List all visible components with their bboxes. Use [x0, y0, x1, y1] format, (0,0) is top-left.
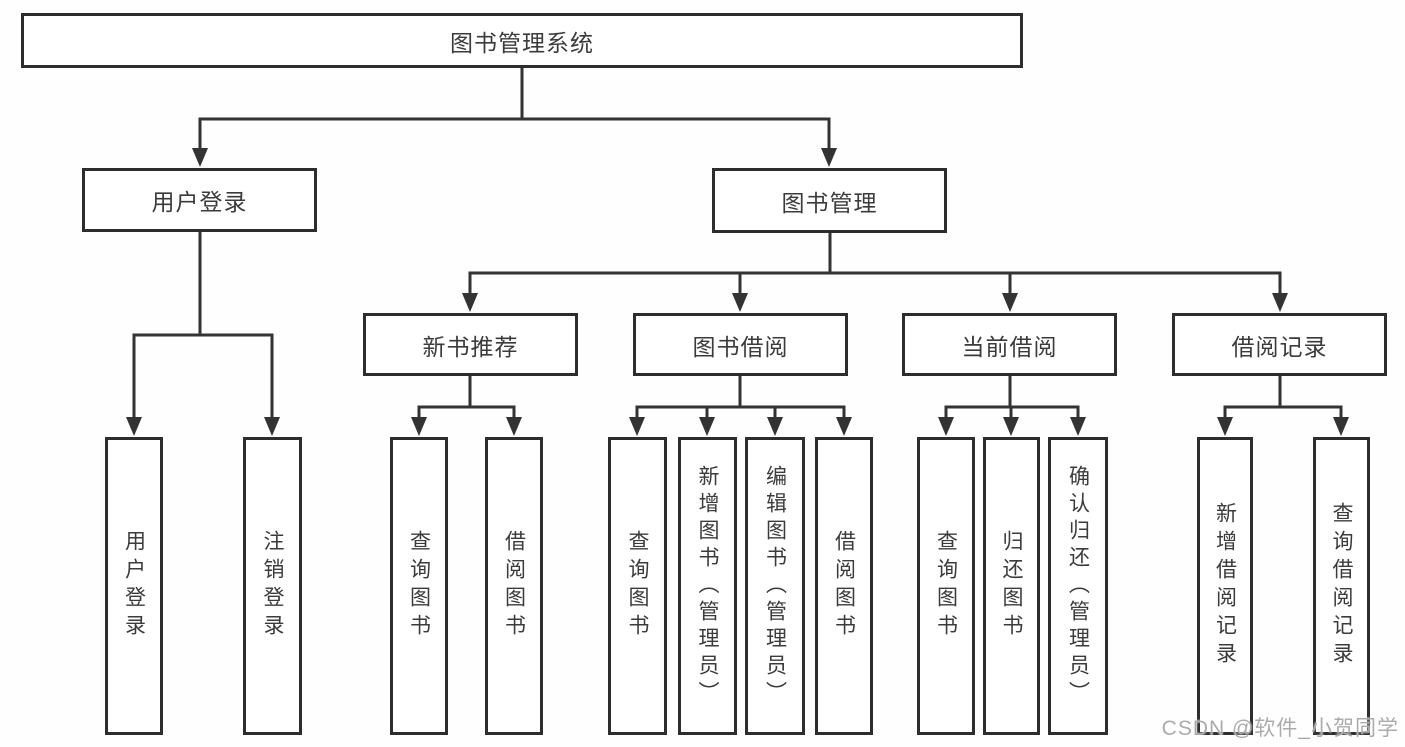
node-label: 图书管理系统	[450, 29, 594, 56]
leaf-query-borrow-record: 查询借阅记录	[1313, 437, 1370, 735]
leaf-label: 查询图书	[407, 530, 431, 642]
leaf-query-book-recommend: 查询图书	[390, 437, 448, 735]
node-user-login: 用户登录	[82, 168, 317, 232]
node-borrow-records: 借阅记录	[1172, 313, 1387, 376]
leaf-label: 确认归还（管理员）	[1066, 464, 1090, 708]
leaf-user-login: 用户登录	[105, 437, 163, 735]
connector-root-to-level2	[192, 68, 837, 167]
connector-user-login-branch	[126, 232, 280, 436]
node-book-mgmt: 图书管理	[712, 168, 947, 233]
connector-current-borrow-branch	[938, 376, 1086, 436]
node-label: 新书推荐	[422, 333, 519, 360]
connector-book-borrow-branch	[629, 376, 852, 436]
leaf-query-book-current: 查询图书	[917, 437, 975, 735]
leaf-label: 借阅图书	[832, 530, 856, 642]
node-label: 用户登录	[151, 189, 248, 215]
connector-new-book-branch	[411, 376, 522, 436]
csdn-watermark: CSDN @软件_小贺同学	[1161, 717, 1399, 740]
leaf-label: 借阅图书	[502, 530, 526, 642]
leaf-confirm-return-admin: 确认归还（管理员）	[1048, 437, 1108, 735]
node-label: 当前借阅	[961, 333, 1058, 360]
node-new-book-recommend: 新书推荐	[363, 313, 578, 376]
connector-book-mgmt-branch	[462, 233, 1288, 312]
leaf-label: 查询图书	[626, 530, 649, 642]
node-label: 借阅记录	[1231, 333, 1328, 360]
node-book-borrow: 图书借阅	[633, 313, 848, 376]
node-label: 图书借阅	[692, 333, 789, 360]
leaf-add-book-admin: 新增图书（管理员）	[678, 437, 737, 735]
leaf-borrow-book: 借阅图书	[815, 437, 873, 735]
connector-borrow-record-branch	[1217, 376, 1349, 436]
leaf-label: 新增图书（管理员）	[696, 464, 719, 708]
leaf-add-borrow-record: 新增借阅记录	[1197, 437, 1253, 735]
leaf-label: 注销登录	[261, 530, 284, 642]
leaf-label: 新增借阅记录	[1213, 502, 1237, 670]
leaf-label: 归还图书	[1000, 530, 1023, 642]
node-root-system: 图书管理系统	[21, 13, 1023, 68]
node-current-borrow: 当前借阅	[902, 313, 1117, 376]
leaf-logout: 注销登录	[243, 437, 302, 735]
leaf-label: 查询借阅记录	[1330, 502, 1353, 670]
leaf-borrow-book-recommend: 借阅图书	[485, 437, 543, 735]
leaf-edit-book-admin: 编辑图书（管理员）	[745, 437, 805, 735]
leaf-label: 编辑图书（管理员）	[763, 464, 787, 708]
node-label: 图书管理	[781, 189, 878, 216]
leaf-label: 用户登录	[122, 530, 146, 642]
leaf-return-book: 归还图书	[983, 437, 1040, 735]
leaf-label: 查询图书	[934, 530, 958, 642]
leaf-query-book-borrow: 查询图书	[608, 437, 667, 735]
